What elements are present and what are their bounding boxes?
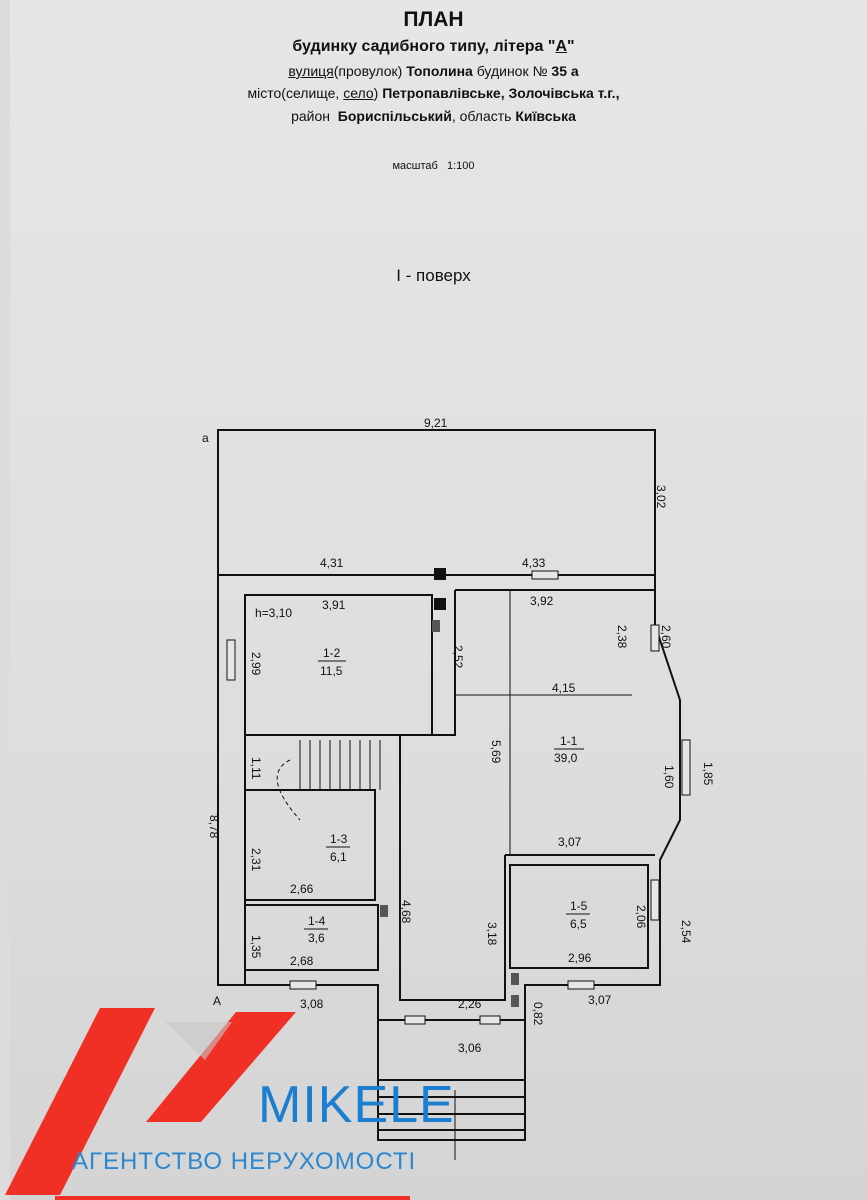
floor-label: І - поверх xyxy=(396,266,471,285)
dim-431: 4,31 xyxy=(320,556,344,570)
street-name: Тополина xyxy=(406,63,473,79)
dim-391: 3,91 xyxy=(322,598,346,612)
room-id: 1-3 xyxy=(330,832,348,846)
windows xyxy=(226,570,691,1025)
subtitle-suffix: " xyxy=(567,38,575,55)
dim-left: 8,78 xyxy=(207,815,221,839)
axis-label-bottom: А xyxy=(213,994,221,1008)
room-1-3: 1-3 6,1 xyxy=(326,832,350,864)
settlement-type: село xyxy=(343,85,374,101)
room-id: 1-4 xyxy=(308,914,326,928)
house-number: 35 а xyxy=(551,63,579,79)
document-title: ПЛАН xyxy=(403,8,464,31)
stairs xyxy=(276,590,648,1160)
dim-306: 3,06 xyxy=(458,1041,482,1055)
watermark-tagline: АГЕНТСТВО НЕРУХОМОСТІ xyxy=(72,1148,417,1175)
dim-252: 2,52 xyxy=(451,645,465,669)
dim-468: 4,68 xyxy=(399,900,413,924)
axis-label-top: а xyxy=(202,431,209,445)
walls xyxy=(217,429,681,1141)
dim-308: 3,08 xyxy=(300,997,324,1011)
dim-266: 2,66 xyxy=(290,882,314,896)
room-area: 3,6 xyxy=(308,931,325,945)
street-alt: (провулок) xyxy=(333,63,403,79)
dim-238: 2,38 xyxy=(615,625,629,649)
room-area: 11,5 xyxy=(320,664,343,678)
room-1-5: 1-5 6,5 xyxy=(566,899,590,931)
dim-206: 2,06 xyxy=(634,905,648,929)
dim-254: 2,54 xyxy=(679,920,693,944)
room-area: 6,1 xyxy=(330,850,347,864)
district-name: Бориспільський xyxy=(337,108,452,124)
dim-260: 2,60 xyxy=(659,625,673,649)
room-1-1: 1-1 39,0 xyxy=(554,734,584,765)
watermark-bar xyxy=(55,1196,410,1200)
house-label: будинок № xyxy=(476,63,548,79)
chimney-icons xyxy=(380,568,519,1007)
ceiling-height: h=3,10 xyxy=(255,606,292,620)
room-1-4: 1-4 3,6 xyxy=(304,914,328,945)
document-subtitle: будинку садибного типу, літера "А" xyxy=(0,38,867,56)
dim-226: 2,26 xyxy=(458,997,482,1011)
room-1-2: 1-2 11,5 xyxy=(318,646,346,678)
room-area: 39,0 xyxy=(554,751,578,765)
room-id: 1-5 xyxy=(570,899,588,913)
settlement-name: Петропавлівське, Золочівська т.г., xyxy=(382,85,620,101)
building-letter: А xyxy=(555,38,568,55)
dim-268: 2,68 xyxy=(290,954,314,968)
dim-307-bottom: 3,07 xyxy=(588,993,612,1007)
region-name: Київська xyxy=(515,108,576,124)
district-label: район xyxy=(291,108,331,124)
dim-111: 1,11 xyxy=(249,757,263,780)
dim-569: 5,69 xyxy=(489,740,503,764)
dim-296: 2,96 xyxy=(568,951,592,965)
dim-318: 3,18 xyxy=(485,922,499,946)
dim-433: 4,33 xyxy=(522,556,546,570)
dim-135: 1,35 xyxy=(249,935,263,959)
dim-231: 2,31 xyxy=(249,848,263,872)
watermark-logo-mark xyxy=(5,1008,296,1195)
room-area: 6,5 xyxy=(570,917,587,931)
subtitle-prefix: будинку садибного типу, літера " xyxy=(292,38,556,55)
scale-label: масштаб xyxy=(392,160,438,172)
scale: масштаб 1:100 xyxy=(0,160,867,172)
dim-185: 1,85 xyxy=(701,762,715,786)
watermark-brand: MIKELE xyxy=(258,1076,455,1134)
room-id: 1-2 xyxy=(323,646,341,660)
street-type: вулиця xyxy=(288,63,334,79)
dim-right-top: 3,02 xyxy=(654,485,668,509)
settlement-suffix: ) xyxy=(373,85,379,101)
dim-415: 4,15 xyxy=(552,681,576,695)
settlement-prefix: місто(селище, xyxy=(247,85,344,101)
dim-299: 2,99 xyxy=(249,652,263,676)
dim-307-top: 3,07 xyxy=(558,835,582,849)
dim-160: 1,60 xyxy=(662,765,676,789)
dim-392: 3,92 xyxy=(530,594,554,608)
address-street: вулиця(провулок) Тополина будинок № 35 а xyxy=(0,63,867,79)
dim-082: 0,82 xyxy=(531,1002,545,1026)
room-id: 1-1 xyxy=(560,734,578,748)
address-settlement: місто(селище, село) Петропавлівське, Зол… xyxy=(0,85,867,101)
dim-top: 9,21 xyxy=(424,416,448,430)
region-label: , область xyxy=(451,108,512,124)
scale-value: 1:100 xyxy=(446,160,475,172)
address-district: район Бориспільський, область Київська xyxy=(0,108,867,124)
